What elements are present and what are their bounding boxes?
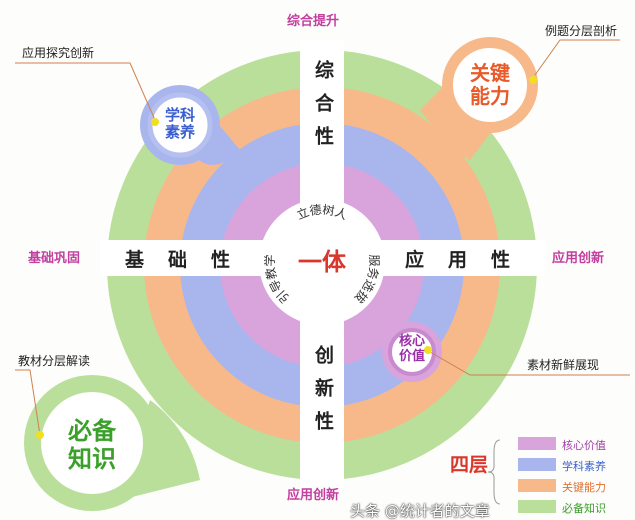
legend-label-key-ability: 关键能力	[562, 481, 606, 494]
outer-label-bottom: 应用创新	[287, 488, 340, 503]
badge-key-ability: 关键能力	[470, 61, 510, 108]
legend-swatch-discipline	[518, 458, 556, 471]
legend-swatch-core-value	[518, 437, 556, 450]
legend-swatch-knowledge	[518, 500, 556, 513]
outer-label-top: 综合提升	[287, 14, 340, 29]
callout-top-right: 例题分层剖析	[545, 24, 618, 38]
callout-bottom-right: 素材新鲜展现	[527, 358, 600, 372]
callout-top-left: 应用探究创新	[22, 46, 95, 60]
axis-bottom: 创新性	[312, 345, 334, 444]
legend-swatch-key-ability	[518, 479, 556, 492]
badge-discipline-literacy: 学科素养	[164, 106, 195, 142]
legend-label-knowledge: 必备知识	[562, 502, 606, 515]
badge-core-value: 核心价值	[398, 334, 425, 364]
axis-right: 应用性	[405, 249, 535, 271]
legend-title: 四层	[450, 454, 489, 476]
outer-label-left: 基础巩固	[28, 251, 81, 266]
axis-top: 综合性	[312, 60, 334, 159]
outer-label-right: 应用创新	[552, 251, 605, 266]
callout-bottom-left: 教材分层解读	[18, 354, 91, 368]
badge-essential-knowledge: 必备知识	[68, 417, 116, 473]
watermark: 头条 @统计者的文章	[350, 502, 490, 520]
center-title: 一体	[298, 247, 346, 276]
axis-left: 基础性	[125, 249, 255, 271]
legend-label-core-value: 核心价值	[562, 439, 606, 452]
center-circle	[259, 199, 385, 325]
legend-label-discipline: 学科素养	[562, 460, 606, 473]
